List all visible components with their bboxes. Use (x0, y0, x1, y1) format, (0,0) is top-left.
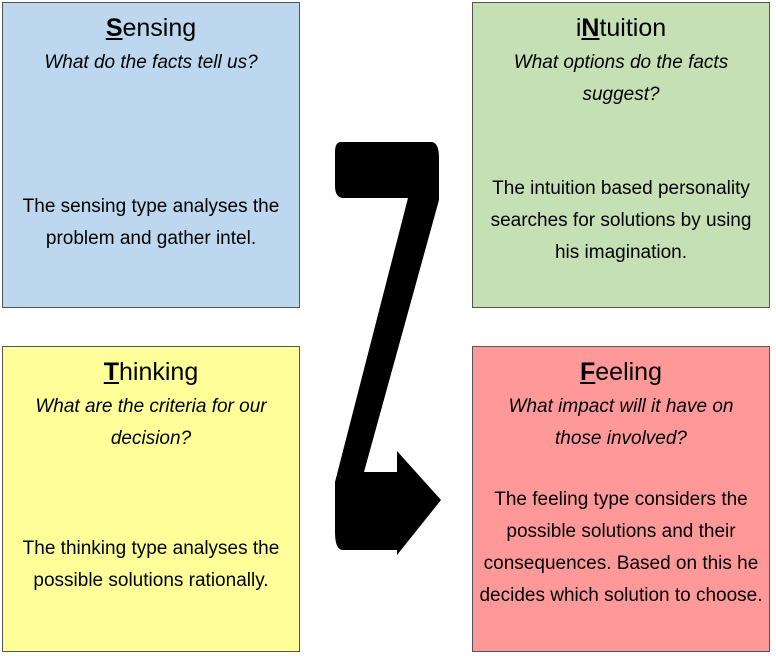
feeling-box: Feeling What impact will it have on thos… (472, 346, 770, 652)
title-rest: hinking (119, 358, 199, 386)
thinking-title: Thinking (3, 357, 299, 387)
title-key-letter: F (579, 358, 596, 386)
sensing-box: Sensing What do the facts tell us? The s… (2, 2, 300, 308)
sensing-question: What do the facts tell us? (44, 52, 258, 73)
title-rest: eeling (595, 358, 662, 386)
thinking-description: The thinking type analyses the possible … (22, 538, 280, 591)
intuition-title: iNtuition (473, 13, 769, 43)
feeling-question: What impact will it have on those involv… (508, 396, 734, 449)
thinking-box: Thinking What are the criteria for our d… (2, 346, 300, 652)
intuition-description: The intuition based personality searches… (490, 178, 752, 263)
title-rest: ensing (122, 14, 197, 42)
sensing-title: Sensing (3, 13, 299, 43)
title-prefix: i (575, 14, 582, 42)
thinking-question: What are the criteria for our decision? (35, 396, 267, 449)
feeling-title: Feeling (473, 357, 769, 387)
title-key-letter: T (103, 358, 120, 386)
title-rest: tuition (599, 14, 667, 42)
intuition-box: iNtuition What options do the facts sugg… (472, 2, 770, 308)
feeling-description: The feeling type considers the possible … (479, 489, 763, 606)
title-key-letter: S (105, 14, 123, 42)
z-arrow-shape (335, 142, 441, 555)
intuition-question: What options do the facts suggest? (513, 52, 729, 105)
sensing-description: The sensing type analyses the problem an… (22, 196, 280, 249)
title-key-letter: N (581, 14, 600, 42)
